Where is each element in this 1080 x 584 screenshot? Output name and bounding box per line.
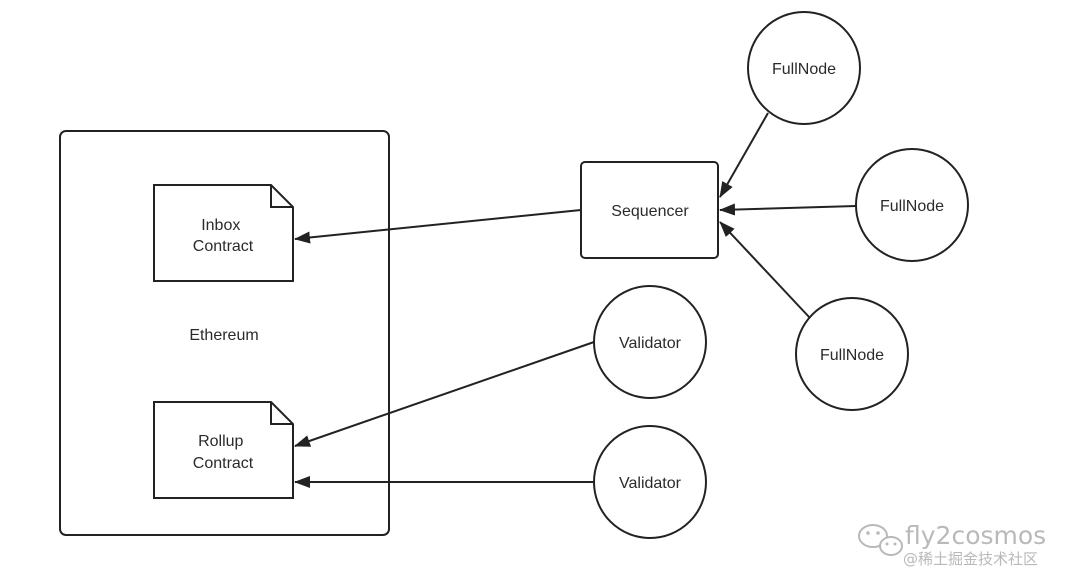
fullnode-node: FullNode (747, 11, 861, 125)
arrow-sequencer-to-inbox (294, 209, 582, 244)
watermark-handle: fly2cosmos (905, 521, 1046, 550)
fullnode-label: FullNode (880, 198, 944, 215)
inbox-contract-label-line2: Contract (193, 238, 254, 255)
fullnode-label: FullNode (772, 61, 836, 78)
fullnode-node: FullNode (855, 148, 969, 262)
fullnode-node: FullNode (795, 297, 909, 411)
rollup-contract-node: Rollup Contract (153, 401, 294, 499)
ethereum-container (59, 130, 390, 536)
arrow-fullnode-to-sequencer (719, 221, 811, 319)
svg-text:Rollup Contract: Rollup Contract (193, 433, 254, 472)
watermark-source: @稀土掘金技术社区 (903, 550, 1038, 568)
wechat-icon (858, 524, 903, 556)
validator-label: Validator (619, 475, 682, 492)
inbox-contract-label-line1: Inbox (201, 217, 240, 234)
inbox-contract-node: Inbox Contract (153, 184, 294, 282)
sequencer-label: Sequencer (611, 203, 689, 220)
rollup-contract-label-line1: Rollup (198, 433, 243, 450)
rollup-contract-label-line2: Contract (193, 455, 254, 472)
arrow-fullnode-to-sequencer (719, 203, 857, 216)
arrow-validator-to-rollup (294, 341, 595, 447)
ethereum-label: Ethereum (189, 327, 258, 344)
validator-node: Validator (593, 285, 707, 399)
svg-text:Inbox Contract: Inbox Contract (193, 217, 254, 255)
validator-label: Validator (619, 335, 682, 352)
validator-node: Validator (593, 425, 707, 539)
watermark: fly2cosmos @稀土掘金技术社区 (858, 521, 1046, 568)
arrow-fullnode-to-sequencer (719, 112, 769, 198)
sequencer-node: Sequencer (580, 161, 719, 259)
fullnode-label: FullNode (820, 347, 884, 364)
